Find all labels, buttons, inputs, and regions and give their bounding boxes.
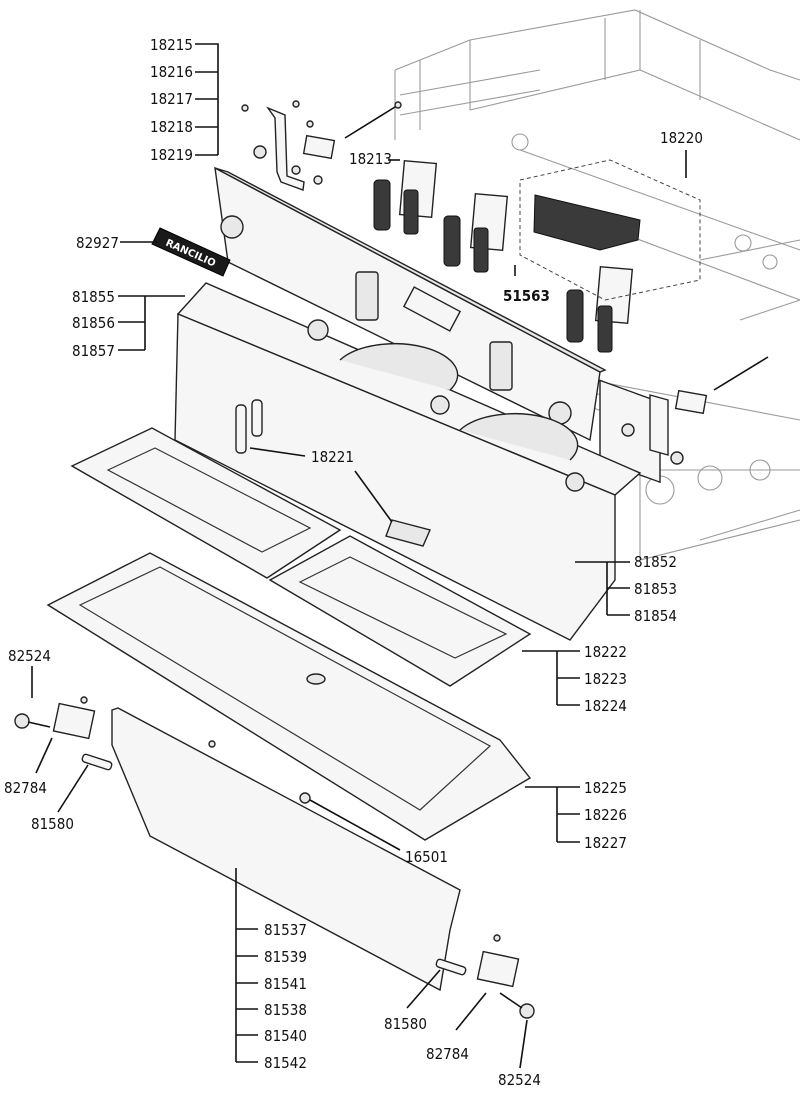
- label-18226: 18226: [584, 806, 627, 824]
- label-18222: 18222: [584, 643, 627, 661]
- right-mount-bracket: [621, 356, 769, 465]
- label-18216: 18216: [150, 63, 193, 81]
- part-labels: 18215 18216 18217 18218 18219 18220 1821…: [4, 36, 703, 1089]
- label-18227: 18227: [584, 834, 627, 852]
- drip-tray: [46, 552, 532, 841]
- label-82524-left: 82524: [8, 647, 51, 665]
- label-81539: 81539: [264, 948, 307, 966]
- left-mount-bracket: [241, 100, 402, 191]
- label-18223: 18223: [584, 670, 627, 688]
- label-82784-right: 82784: [426, 1045, 469, 1063]
- cup-grid-right: [268, 535, 532, 687]
- label-18218: 18218: [150, 118, 193, 136]
- label-81542: 81542: [264, 1054, 307, 1072]
- left-hinge-assembly: [14, 696, 113, 771]
- right-hinge-assembly: [435, 934, 535, 1019]
- label-82524-right: 82524: [498, 1071, 541, 1089]
- label-81541: 81541: [264, 975, 307, 993]
- label-81855: 81855: [72, 288, 115, 306]
- label-18224: 18224: [584, 697, 627, 715]
- label-81856: 81856: [72, 314, 115, 332]
- label-81540: 81540: [264, 1027, 307, 1045]
- front-cover: [111, 707, 461, 992]
- inner-perforated-panel: [174, 282, 642, 641]
- label-81852: 81852: [634, 553, 677, 571]
- label-81853: 81853: [634, 580, 677, 598]
- label-51563: 51563: [503, 287, 550, 305]
- label-81580-right: 81580: [384, 1015, 427, 1033]
- label-81537: 81537: [264, 921, 307, 939]
- label-81857: 81857: [72, 342, 115, 360]
- label-81854: 81854: [634, 607, 677, 625]
- label-18213: 18213: [349, 150, 392, 168]
- label-81580-left: 81580: [31, 815, 74, 833]
- label-82927: 82927: [76, 234, 119, 252]
- cup-grid-left: [70, 427, 342, 579]
- label-18219: 18219: [150, 146, 193, 164]
- label-18215: 18215: [150, 36, 193, 54]
- label-81538: 81538: [264, 1001, 307, 1019]
- brand-badge: RANCILIO: [151, 227, 231, 277]
- switch-blocks: [373, 159, 634, 353]
- label-18225: 18225: [584, 779, 627, 797]
- rail-piece: [385, 519, 431, 547]
- label-18217: 18217: [150, 90, 193, 108]
- label-82784-left: 82784: [4, 779, 47, 797]
- label-18221: 18221: [311, 448, 354, 466]
- label-18220: 18220: [660, 129, 703, 147]
- label-16501: 16501: [405, 848, 448, 866]
- leader-lines: [31, 43, 687, 1069]
